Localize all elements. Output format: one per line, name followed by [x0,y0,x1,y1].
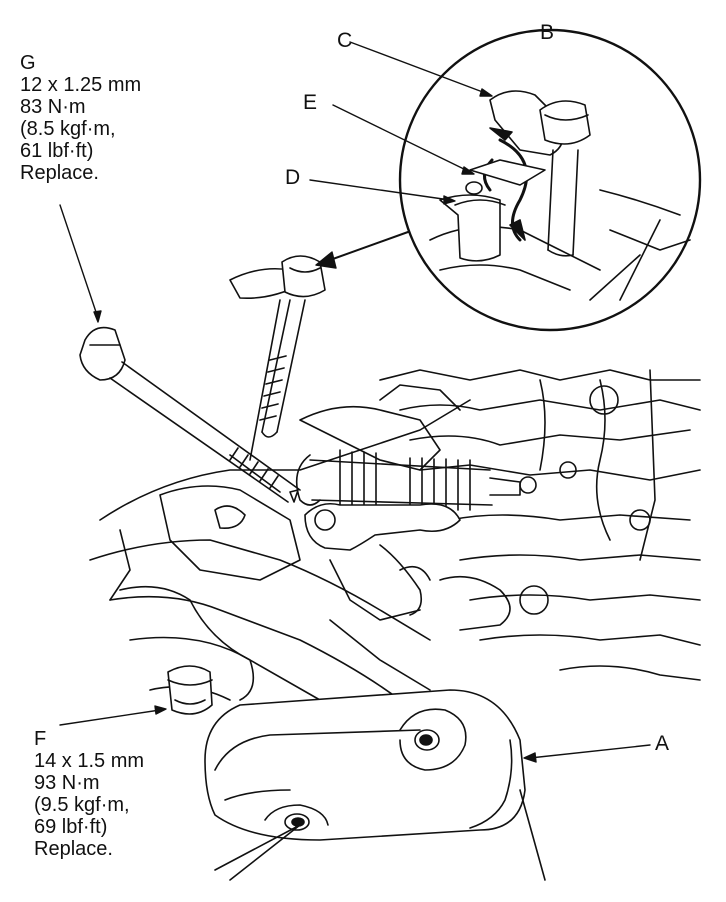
spec-g-size: 12 x 1.25 mm [20,74,142,96]
detail-circle [398,28,702,332]
callout-d: D [285,166,301,189]
spec-f-size: 14 x 1.5 mm [34,750,145,772]
spec-f-letter: F [34,728,47,750]
callout-c: C [337,29,353,52]
nut-f [167,665,213,715]
upper-bolt [229,255,326,461]
leader-lines [59,41,651,763]
bolt-g [79,326,301,503]
spec-g-letter: G [20,52,36,74]
lower-arm-bracket [304,502,461,616]
callout-e: E [303,91,318,114]
spec-g-note: Replace. [20,162,99,184]
spec-g-torque-lbf: 61 lbf·ft) [20,140,94,162]
callout-b: B [540,21,555,44]
spec-f-torque-nm: 93 N·m [34,772,100,794]
callout-a: A [655,732,670,755]
steering-rack-boot [295,449,537,511]
spec-f-label: F 14 x 1.5 mm 93 N·m (9.5 kgf·m, 69 lbf·… [34,728,144,860]
spec-g-label: G 12 x 1.25 mm 83 N·m (8.5 kgf·m, 61 lbf… [20,52,141,184]
spec-f-note: Replace. [34,838,113,860]
rear-mount-a [204,689,546,881]
subframe-outline [89,369,701,701]
spec-f-torque-kgf: (9.5 kgf·m, [34,794,130,816]
spec-g-torque-nm: 83 N·m [20,96,86,118]
spec-g-torque-kgf: (8.5 kgf·m, [20,118,116,140]
spec-f-torque-lbf: 69 lbf·ft) [34,816,108,838]
